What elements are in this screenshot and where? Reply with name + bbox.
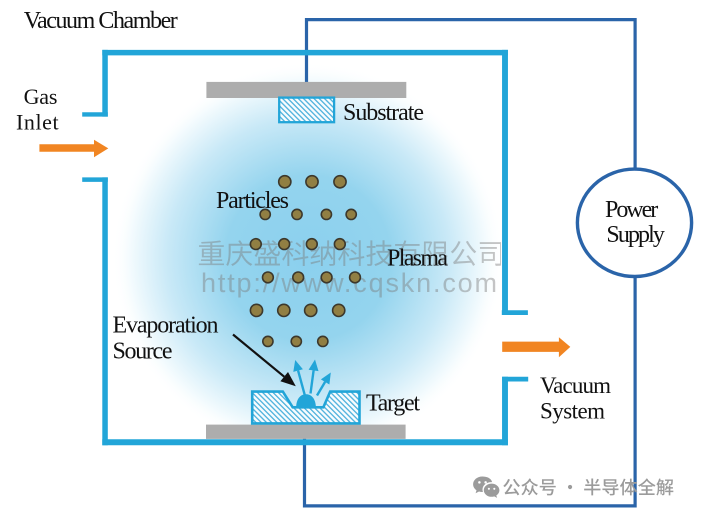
svg-text:Power: Power bbox=[605, 197, 658, 223]
svg-text:Supply: Supply bbox=[606, 222, 665, 248]
svg-text:Evaporation: Evaporation bbox=[113, 313, 219, 339]
svg-text:Vacuum Chamber: Vacuum Chamber bbox=[24, 8, 178, 34]
svg-text:Source: Source bbox=[113, 339, 173, 365]
svg-text:http://www.cqskn.com: http://www.cqskn.com bbox=[201, 268, 497, 298]
svg-text:Vacuum: Vacuum bbox=[540, 373, 611, 398]
svg-text:Plasma: Plasma bbox=[387, 246, 448, 272]
svg-text:System: System bbox=[540, 399, 605, 424]
svg-text:Particles: Particles bbox=[216, 188, 289, 214]
svg-text:Inlet: Inlet bbox=[16, 109, 59, 134]
svg-text:Gas: Gas bbox=[24, 84, 58, 109]
svg-text:Substrate: Substrate bbox=[343, 100, 424, 126]
svg-text:Target: Target bbox=[366, 391, 420, 417]
